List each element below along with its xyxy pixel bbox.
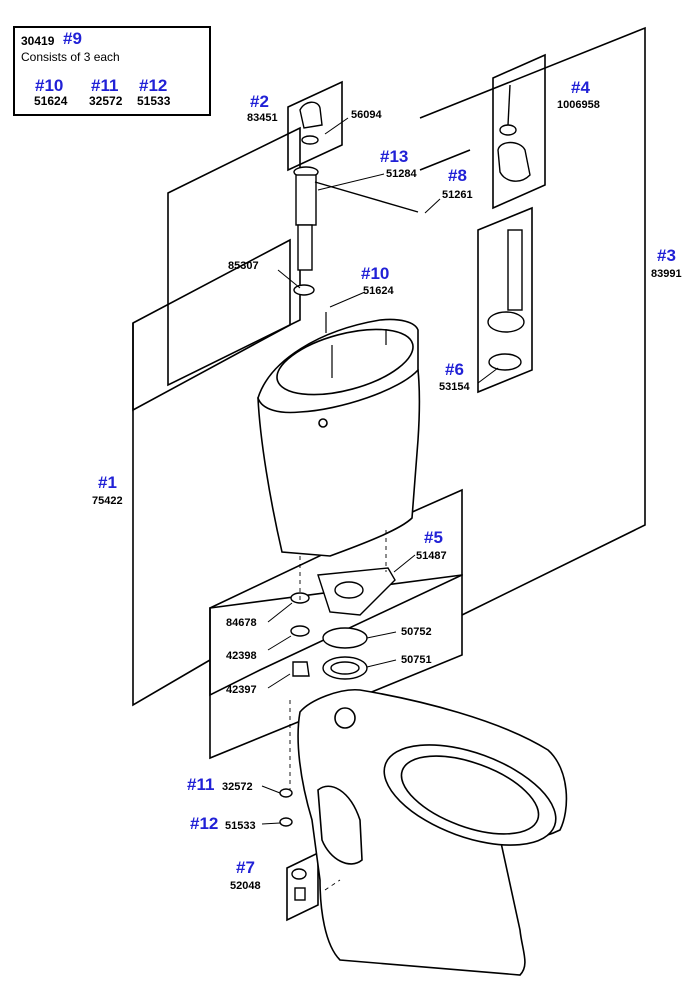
callout-85307-part: 85307 (228, 260, 259, 272)
callout-6-part: 53154 (439, 381, 470, 393)
panel-2 (287, 80, 343, 172)
fill-valve-shank (297, 224, 313, 271)
kit-item-tag-12[interactable]: #12 (139, 76, 168, 95)
callout-42398-part: 42398 (226, 650, 257, 662)
callout-2-part: 83451 (247, 112, 278, 124)
callout-50751-part: 50751 (401, 654, 432, 666)
gasket-53154-icon[interactable] (488, 353, 522, 371)
bolt-cap-52048-icon[interactable] (291, 868, 307, 880)
callout-10-part: 51624 (363, 285, 394, 297)
callout-10-tag[interactable]: #10 (361, 264, 389, 283)
handle-icon[interactable] (299, 101, 323, 129)
callout-3-tag[interactable]: #3 (657, 246, 676, 265)
kit-item-part-12: 51533 (137, 94, 171, 108)
kit-item-tag-11[interactable]: #11 (91, 76, 119, 95)
callout-3-part: 83991 (651, 268, 682, 280)
callout-5-tag[interactable]: #5 (424, 528, 443, 547)
tank-opening (276, 328, 414, 396)
flush-valve-overflow-tube (507, 229, 523, 311)
kit-part-number: 30419 (21, 34, 55, 48)
kit-note: Consists of 3 each (21, 50, 120, 64)
callout-4-part: 1006958 (557, 99, 600, 111)
flapper-link (499, 124, 517, 136)
bowl-rim-inner (400, 755, 540, 835)
flapper-chain (507, 84, 511, 126)
callout-13-part: 51284 (386, 168, 417, 180)
callout-56094-part: 56094 (351, 109, 382, 121)
callout-12-tag[interactable]: #12 (190, 814, 218, 833)
fill-valve-body[interactable] (295, 174, 317, 226)
panel-6 (477, 206, 533, 394)
coupling-42397-icon[interactable] (292, 661, 310, 677)
callout-84678-part: 84678 (226, 617, 257, 629)
callout-7-tag[interactable]: #7 (236, 858, 255, 877)
callout-8-tag[interactable]: #8 (448, 166, 467, 185)
callout-7-part: 52048 (230, 880, 261, 892)
kit-legend-box: 30419 #9 Consists of 3 each #10 51624 #1… (13, 26, 211, 116)
kit-item-tag-10[interactable]: #10 (35, 76, 64, 95)
kit-item-part-11: 32572 (89, 94, 123, 108)
flapper-icon[interactable] (497, 141, 531, 182)
tank-handle-hole (318, 418, 328, 428)
tank-body[interactable] (257, 369, 421, 557)
panel-1-side (132, 323, 211, 707)
bowl-inlet-hole (334, 707, 356, 729)
callout-11-tag[interactable]: #11 (187, 775, 214, 794)
nut-51533-icon[interactable] (279, 817, 293, 827)
callout-11-part: 32572 (222, 781, 253, 793)
panel-4 (492, 53, 546, 210)
panel-7 (286, 851, 319, 922)
callout-1-part: 75422 (92, 495, 123, 507)
callout-1-tag[interactable]: #1 (98, 473, 117, 492)
callout-8-part: 51261 (442, 189, 473, 201)
bowl-trapway (317, 785, 363, 865)
callout-2-tag[interactable]: #2 (250, 92, 269, 111)
kit-item-part-10: 51624 (34, 94, 68, 108)
washer-32572-icon[interactable] (279, 788, 293, 798)
panel-3 (419, 26, 646, 616)
callout-4-tag[interactable]: #4 (571, 78, 590, 97)
callout-5-part: 51487 (416, 550, 447, 562)
handle-nut-56094-icon[interactable] (301, 135, 319, 145)
nut-42398-icon[interactable] (290, 625, 310, 637)
kit-tag[interactable]: #9 (63, 29, 82, 48)
callout-6-tag[interactable]: #6 (445, 360, 464, 379)
gasket-50752-icon[interactable] (322, 627, 368, 649)
callout-42397-part: 42397 (226, 684, 257, 696)
panel-13 (167, 126, 301, 387)
callout-12-part: 51533 (225, 820, 256, 832)
callout-13-tag[interactable]: #13 (380, 147, 408, 166)
washer-85307-icon[interactable] (293, 284, 315, 296)
callout-50752-part: 50752 (401, 626, 432, 638)
flush-valve-icon[interactable] (487, 311, 525, 333)
